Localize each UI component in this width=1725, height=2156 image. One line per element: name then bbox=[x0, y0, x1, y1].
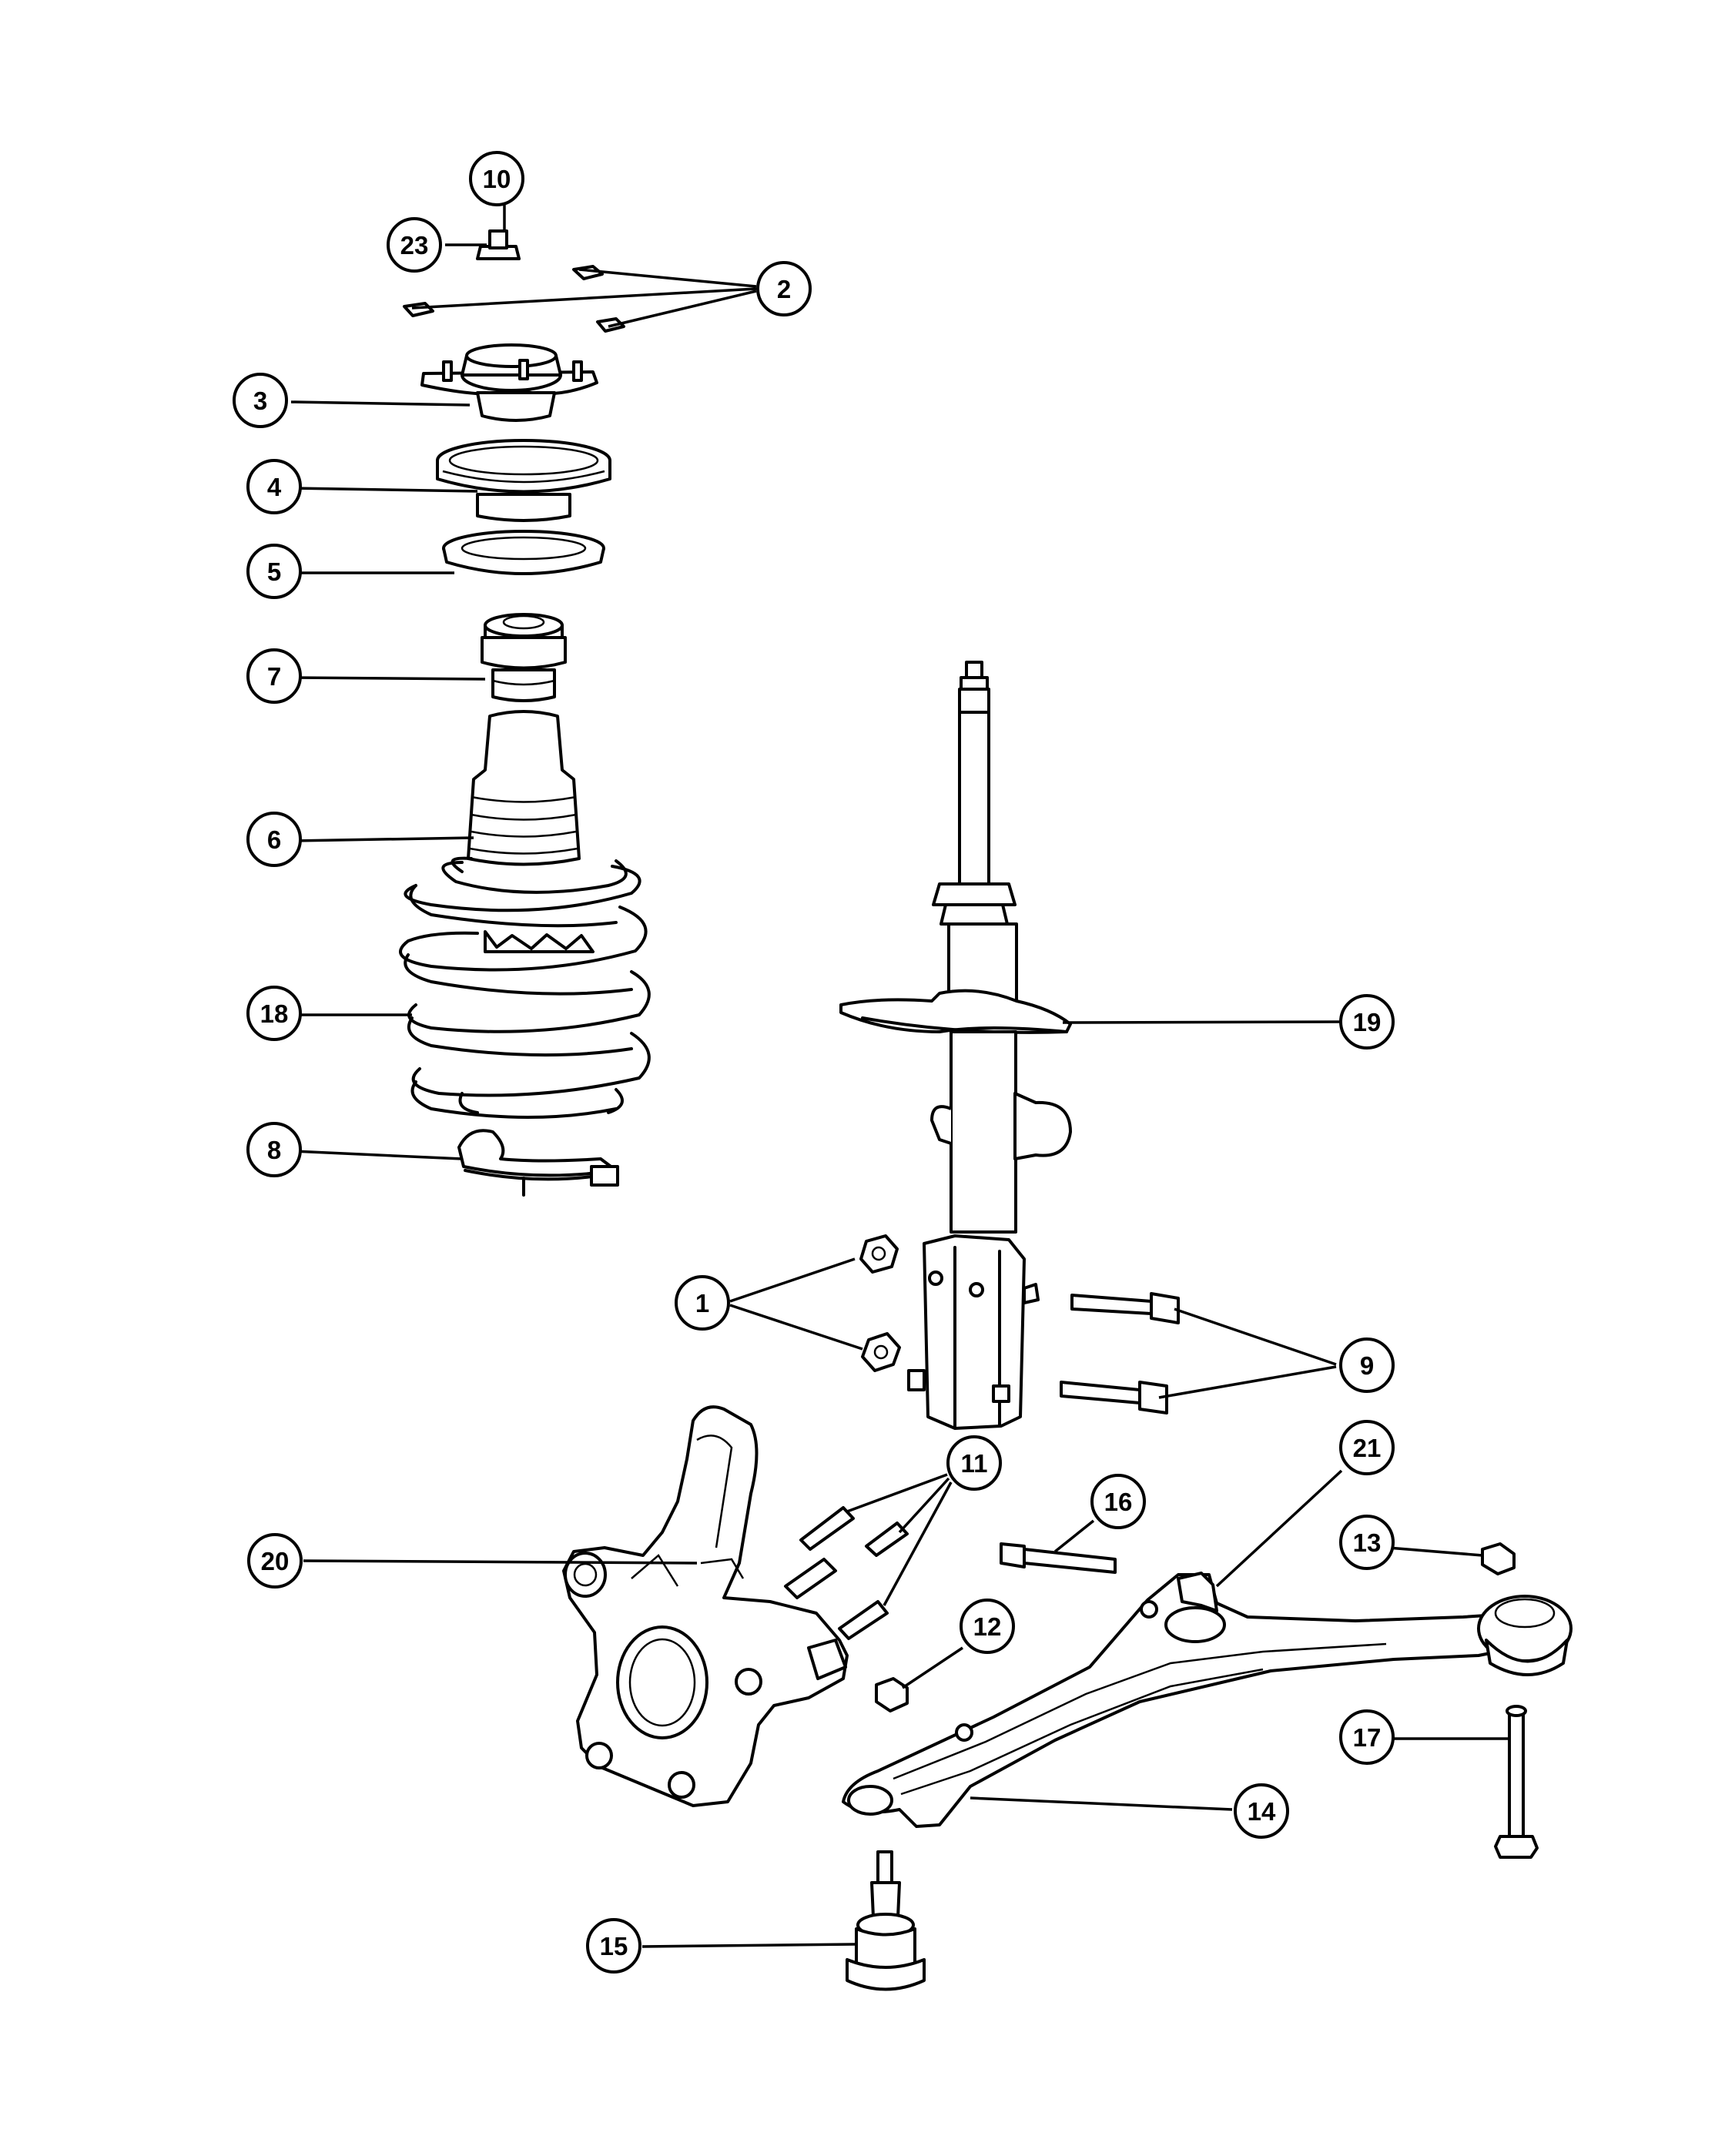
svg-text:17: 17 bbox=[1353, 1723, 1382, 1752]
part-17-bolt bbox=[1494, 1705, 1539, 1859]
part-14-lower-control-arm bbox=[842, 1572, 1573, 1828]
svg-text:13: 13 bbox=[1353, 1528, 1382, 1557]
svg-text:9: 9 bbox=[1360, 1351, 1374, 1380]
callout-1: 1 bbox=[675, 1275, 730, 1331]
part-6-dust-boot bbox=[467, 710, 581, 866]
svg-text:11: 11 bbox=[961, 1449, 988, 1478]
leader-lines bbox=[290, 203, 1509, 1948]
part-10-23-stud-washer bbox=[476, 229, 521, 260]
svg-text:6: 6 bbox=[267, 825, 281, 854]
callout-10: 10 bbox=[469, 151, 524, 206]
callout-15: 15 bbox=[586, 1918, 641, 1974]
part-18-coil-spring bbox=[399, 856, 651, 1119]
part-16-bolt bbox=[1000, 1542, 1117, 1574]
callout-16: 16 bbox=[1090, 1474, 1146, 1529]
callout-20: 20 bbox=[247, 1533, 303, 1589]
svg-text:23: 23 bbox=[400, 231, 429, 259]
part-7-jounce-bumper bbox=[481, 613, 567, 702]
part-20-knuckle bbox=[562, 1405, 849, 1807]
part-9-bolts bbox=[1060, 1292, 1180, 1414]
part-13-nut bbox=[1481, 1542, 1516, 1575]
svg-text:2: 2 bbox=[777, 275, 791, 303]
svg-text:21: 21 bbox=[1353, 1434, 1382, 1462]
part-3-strut-mount bbox=[420, 343, 598, 422]
svg-text:12: 12 bbox=[973, 1612, 1002, 1641]
callout-7: 7 bbox=[246, 648, 302, 704]
svg-text:5: 5 bbox=[267, 557, 281, 586]
callout-6: 6 bbox=[246, 812, 302, 867]
callout-19: 19 bbox=[1339, 994, 1395, 1050]
callout-21: 21 bbox=[1339, 1420, 1395, 1475]
svg-text:8: 8 bbox=[267, 1136, 281, 1164]
part-19-strut bbox=[839, 661, 1072, 1430]
svg-text:4: 4 bbox=[267, 473, 282, 501]
part-1-nuts bbox=[859, 1234, 901, 1372]
part-11-bolts bbox=[784, 1506, 909, 1640]
svg-text:20: 20 bbox=[261, 1547, 290, 1575]
callout-11: 11 bbox=[946, 1435, 1002, 1491]
svg-text:3: 3 bbox=[253, 387, 267, 415]
svg-text:15: 15 bbox=[600, 1932, 628, 1960]
svg-text:19: 19 bbox=[1353, 1008, 1382, 1036]
callout-4: 4 bbox=[246, 459, 302, 514]
callout-3: 3 bbox=[233, 373, 288, 428]
callout-8: 8 bbox=[246, 1122, 302, 1177]
svg-text:18: 18 bbox=[260, 999, 289, 1028]
callout-18: 18 bbox=[246, 986, 302, 1041]
part-12-nut bbox=[875, 1677, 909, 1712]
callout-2: 2 bbox=[756, 261, 812, 316]
callout-23: 23 bbox=[387, 217, 442, 273]
svg-text:1: 1 bbox=[695, 1289, 709, 1317]
callout-12: 12 bbox=[960, 1599, 1015, 1654]
callout-5: 5 bbox=[246, 544, 302, 599]
callout-9: 9 bbox=[1339, 1337, 1395, 1393]
callout-17: 17 bbox=[1339, 1709, 1395, 1765]
part-5-spring-seat bbox=[442, 530, 605, 575]
svg-text:10: 10 bbox=[483, 165, 511, 193]
svg-text:16: 16 bbox=[1104, 1488, 1133, 1516]
callout-14: 14 bbox=[1234, 1783, 1289, 1839]
part-15-ball-joint bbox=[846, 1850, 926, 1991]
svg-text:14: 14 bbox=[1248, 1797, 1276, 1826]
svg-text:7: 7 bbox=[267, 662, 281, 691]
part-8-spring-isolator bbox=[457, 1129, 619, 1197]
callout-13: 13 bbox=[1339, 1515, 1395, 1570]
part-4-bearing bbox=[436, 439, 611, 522]
